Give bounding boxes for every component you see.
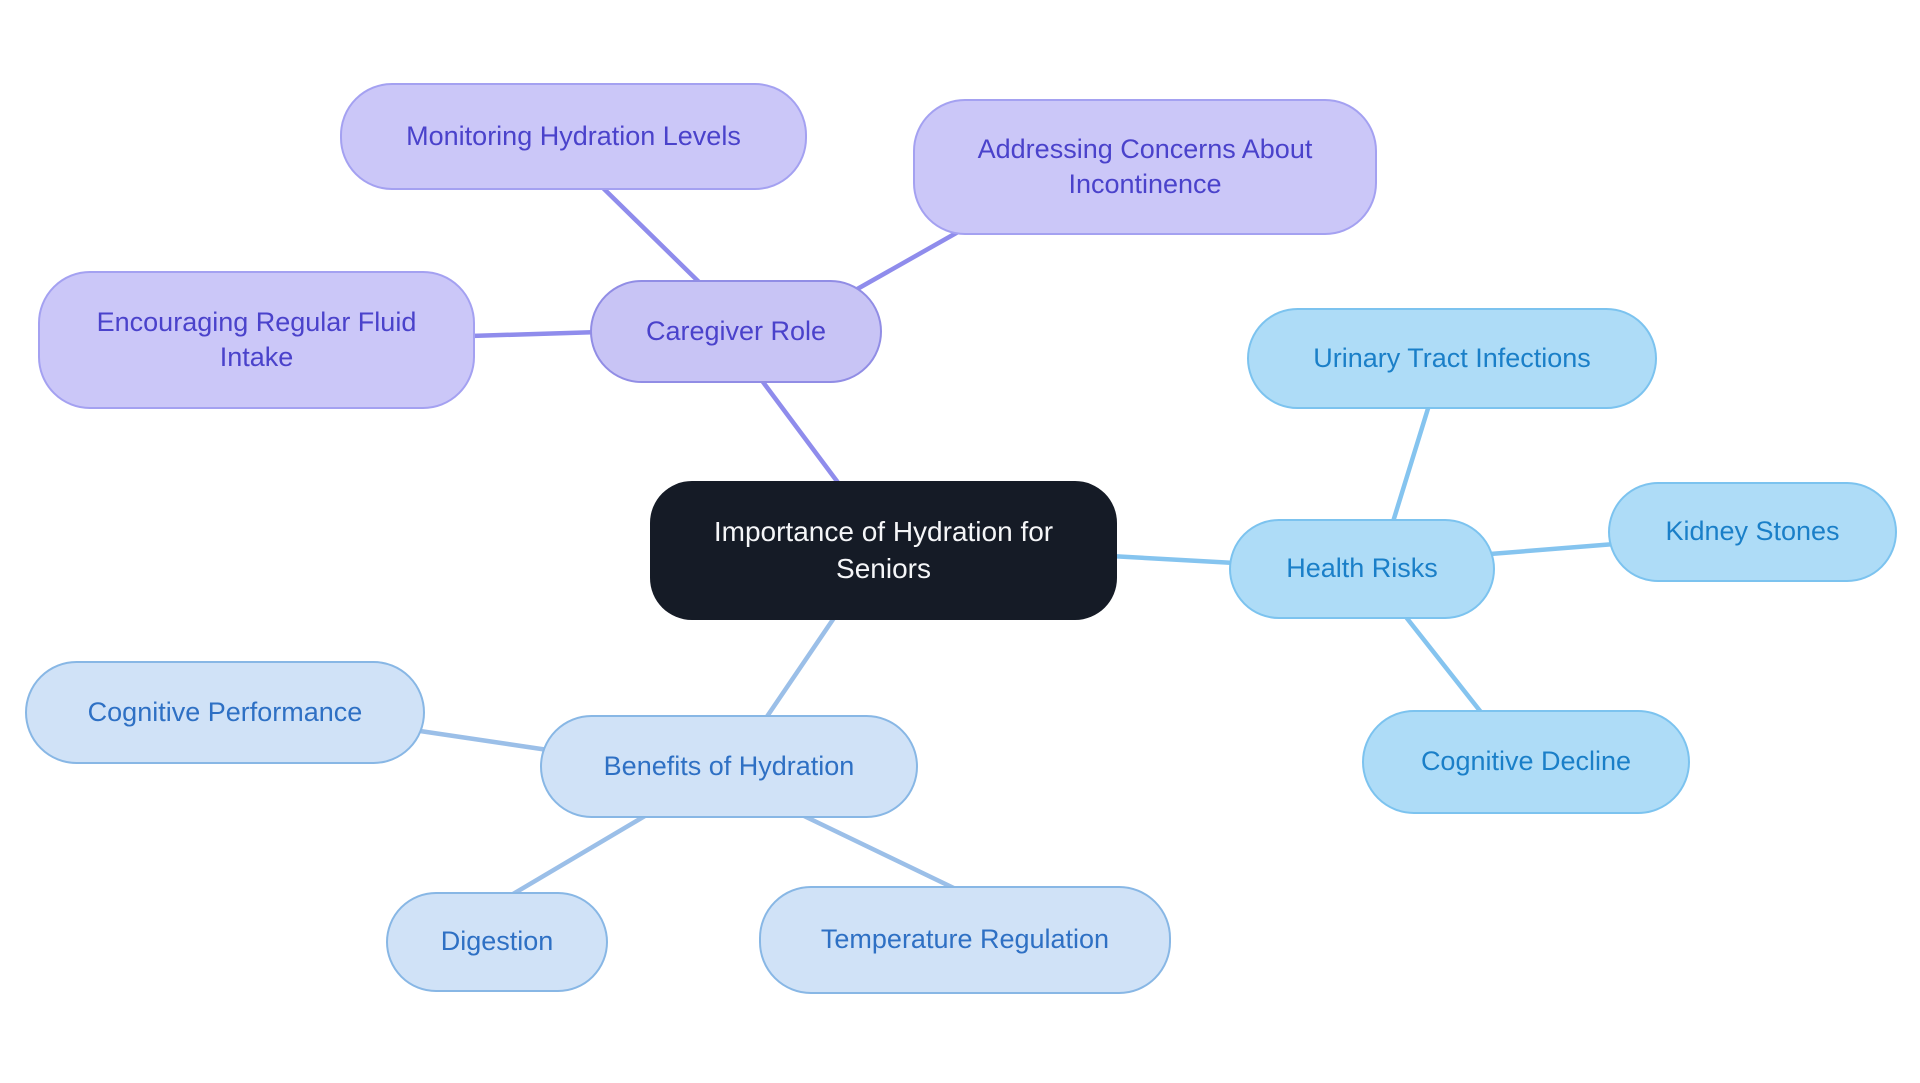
node-urinary-tract-infections[interactable]: Urinary Tract Infections — [1247, 308, 1657, 409]
node-encouraging-regular-fluid-intake[interactable]: Encouraging Regular Fluid Intake — [38, 271, 475, 409]
node-cognitive-performance[interactable]: Cognitive Performance — [25, 661, 425, 764]
node-kidney-stones[interactable]: Kidney Stones — [1608, 482, 1897, 582]
edge-monitoring-caregiver-role — [597, 182, 705, 288]
edge-health-risks-kidney-stones — [1487, 541, 1618, 557]
node-root-importance-of-hydration[interactable]: Importance of Hydration for Seniors — [650, 481, 1117, 620]
edge-cognitive-performance-benefits — [417, 728, 551, 753]
node-benefits-of-hydration[interactable]: Benefits of Hydration — [540, 715, 918, 818]
node-digestion[interactable]: Digestion — [386, 892, 608, 992]
node-monitoring-hydration-levels[interactable]: Monitoring Hydration Levels — [340, 83, 807, 190]
edge-benefits-digestion — [505, 810, 653, 900]
node-addressing-concerns-about-incontinence[interactable]: Addressing Concerns About Incontinence — [913, 99, 1377, 235]
node-temperature-regulation[interactable]: Temperature Regulation — [759, 886, 1171, 994]
node-caregiver-role[interactable]: Caregiver Role — [590, 280, 882, 383]
edge-urinary-health-risks — [1389, 399, 1433, 528]
edge-root-benefits — [763, 612, 839, 721]
node-health-risks[interactable]: Health Risks — [1229, 519, 1495, 619]
edge-root-health-risks — [1107, 553, 1238, 566]
edge-caregiver-role-root — [757, 375, 848, 495]
edge-health-risks-cognitive-decline — [1399, 609, 1487, 719]
edge-encouraging-caregiver-role — [467, 329, 603, 339]
node-cognitive-decline[interactable]: Cognitive Decline — [1362, 710, 1690, 814]
edge-caregiver-role-addressing — [849, 229, 961, 295]
edge-benefits-temperature-regulation — [799, 812, 965, 895]
